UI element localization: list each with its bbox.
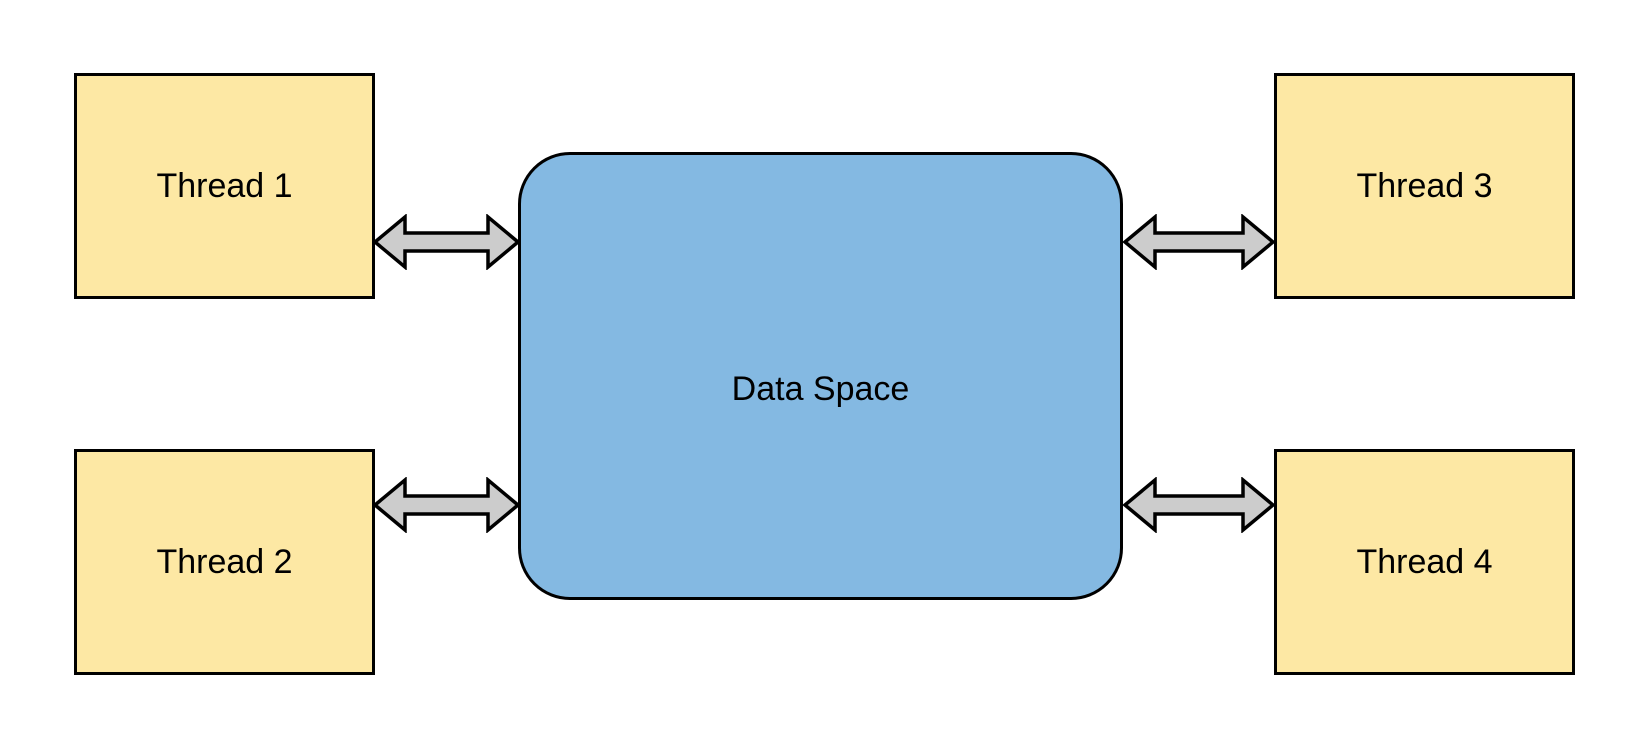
node-data-space: Data Space (518, 152, 1123, 600)
connector-dataspace-thread4 (1123, 477, 1275, 533)
bidirectional-arrow-icon (1123, 477, 1275, 533)
bidirectional-arrow-icon (373, 477, 520, 533)
thread-2-label: Thread 2 (156, 542, 293, 581)
bidirectional-arrow-icon (373, 214, 520, 270)
thread-4-label: Thread 4 (1356, 542, 1493, 581)
node-thread-2: Thread 2 (74, 449, 375, 675)
node-thread-4: Thread 4 (1274, 449, 1575, 675)
connector-thread2-dataspace (373, 477, 520, 533)
thread-3-label: Thread 3 (1356, 166, 1493, 205)
bidirectional-arrow-icon (1123, 214, 1275, 270)
node-thread-1: Thread 1 (74, 73, 375, 299)
data-space-label: Data Space (731, 369, 910, 408)
connector-thread1-dataspace (373, 214, 520, 270)
connector-dataspace-thread3 (1123, 214, 1275, 270)
thread-1-label: Thread 1 (156, 166, 293, 205)
node-thread-3: Thread 3 (1274, 73, 1575, 299)
